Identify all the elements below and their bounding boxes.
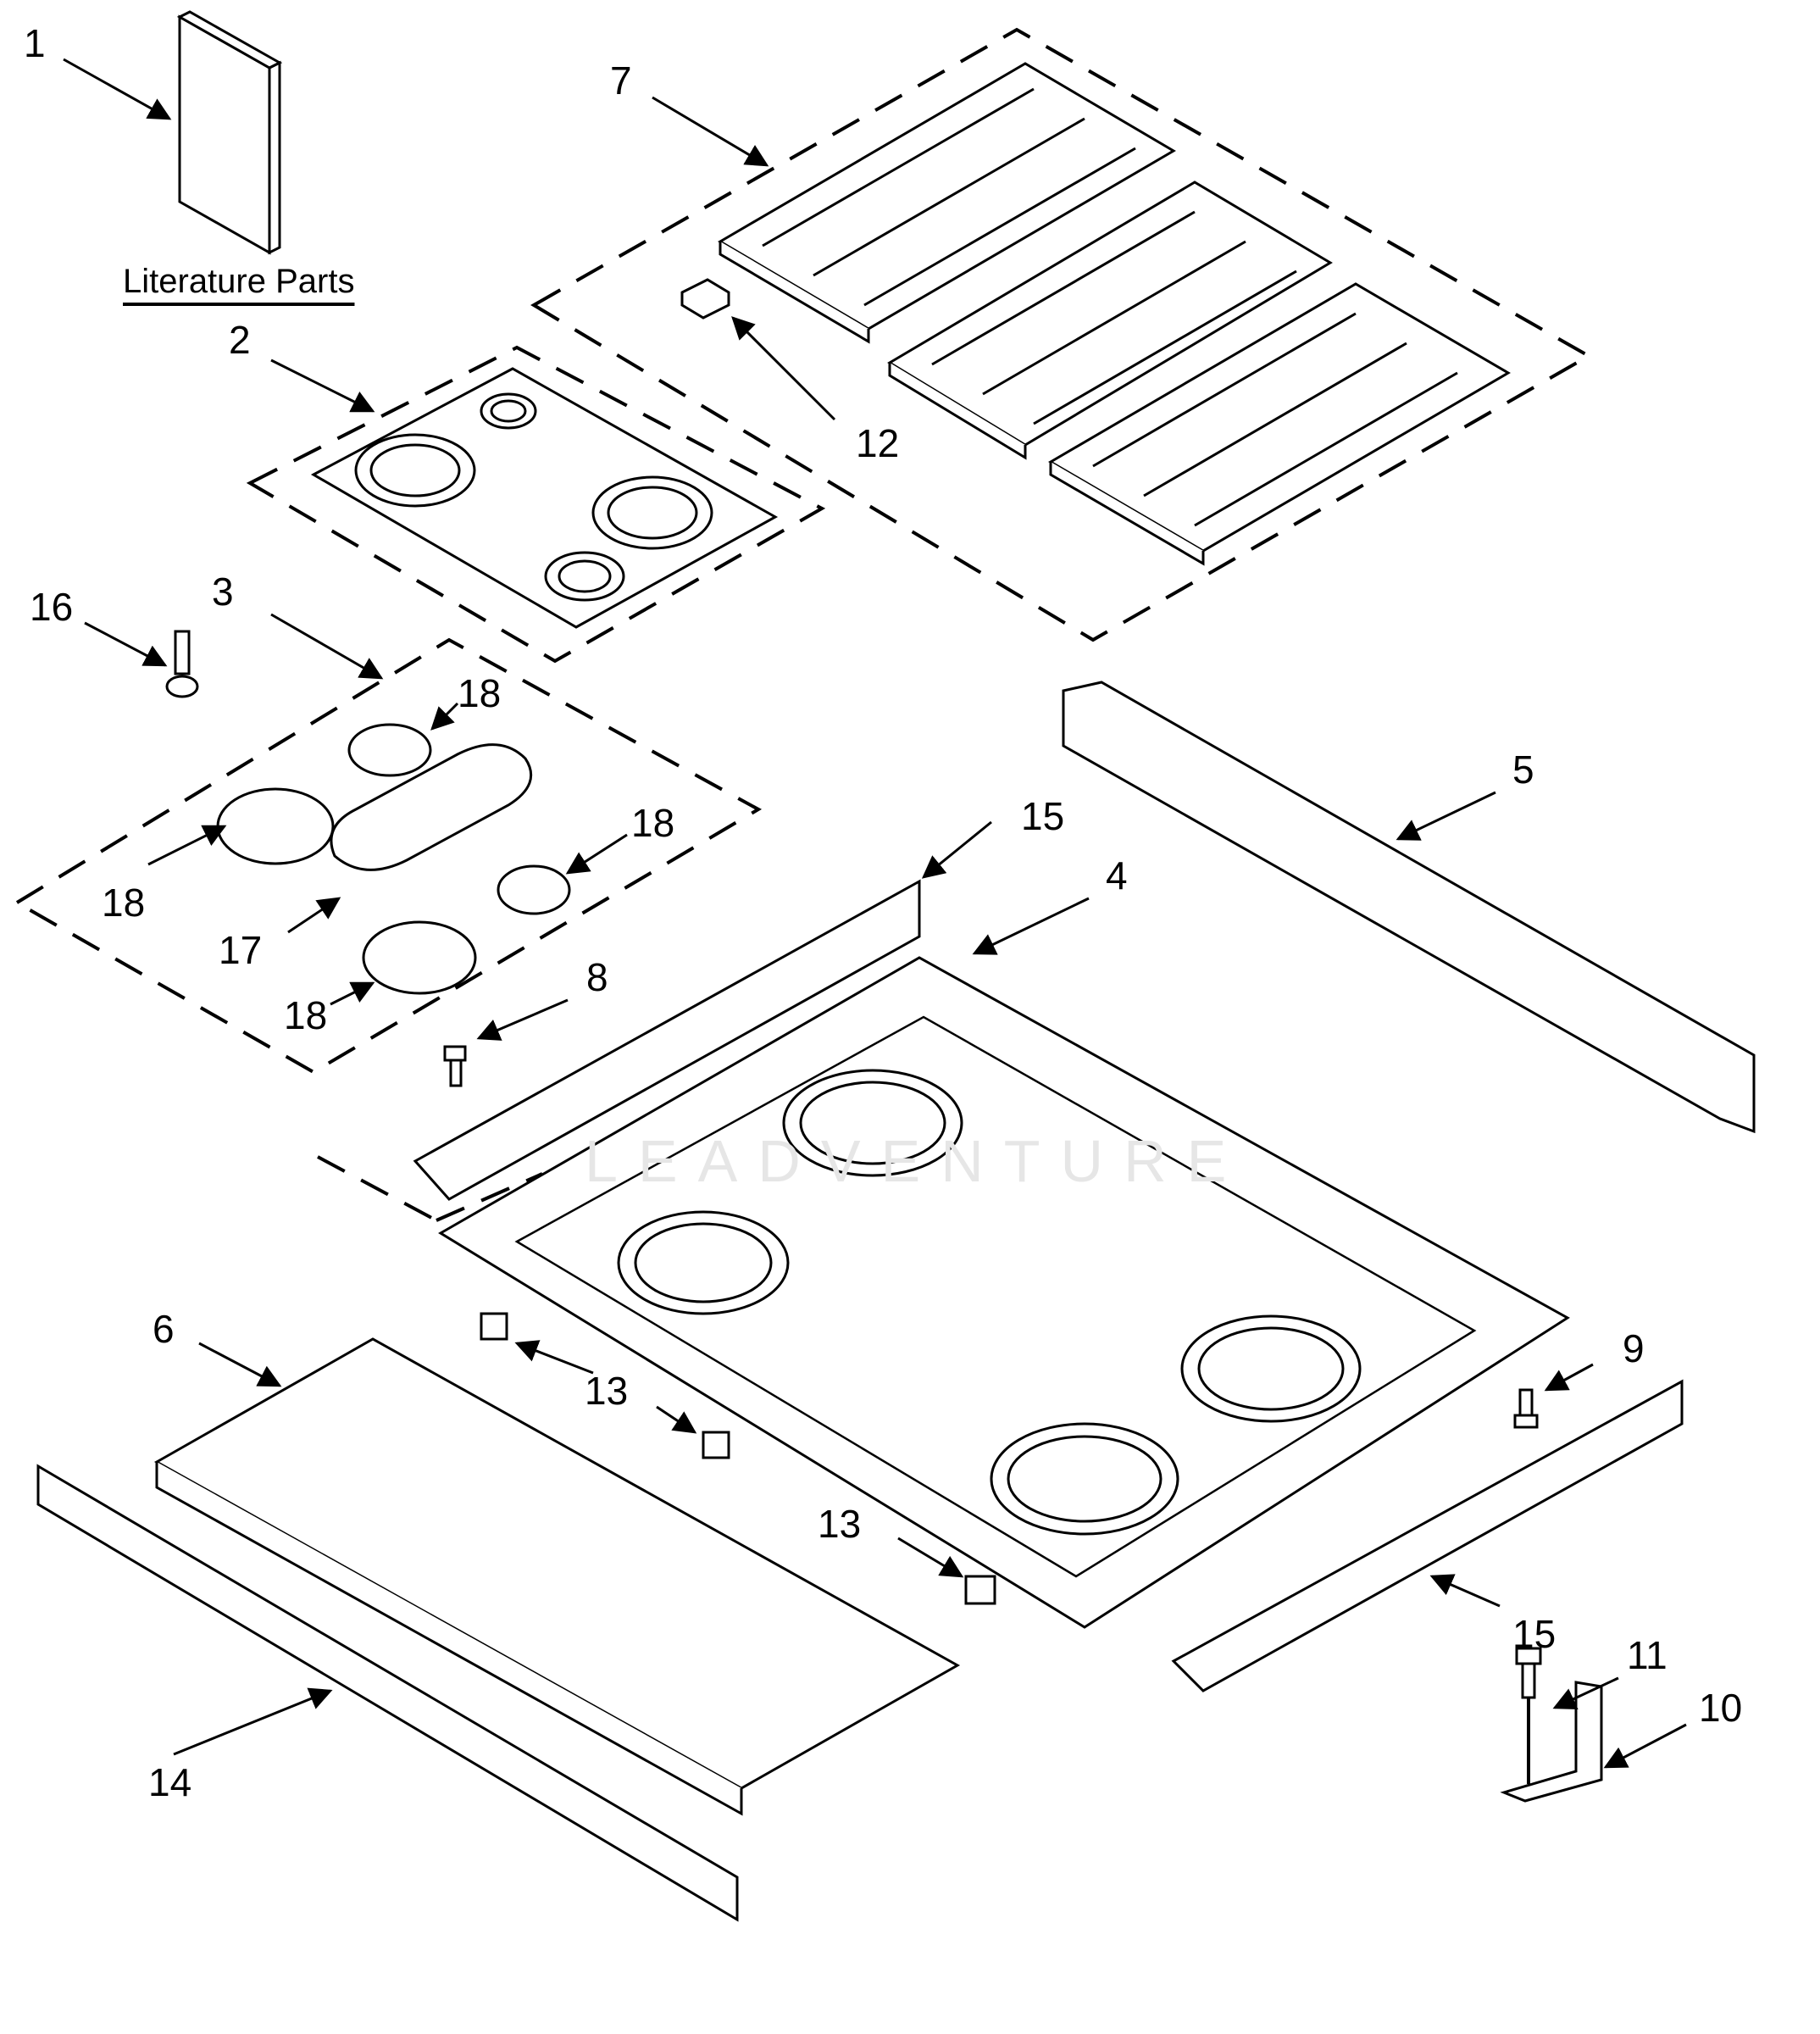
front-rail <box>36 1464 739 1922</box>
callout-15-upper: 15 <box>1021 794 1065 838</box>
screw-11 <box>1515 1647 1542 1784</box>
burner-group <box>14 637 763 1075</box>
callout-15-lower: 15 <box>1512 1612 1556 1656</box>
burner-base-4 <box>362 920 477 995</box>
callout-18-a: 18 <box>458 671 502 715</box>
callout-17: 17 <box>219 928 263 972</box>
callout-18-d: 18 <box>284 993 328 1037</box>
oval-burner-cap <box>330 743 533 871</box>
callout-10: 10 <box>1699 1686 1743 1730</box>
callout-13-lower: 13 <box>818 1502 862 1546</box>
rear-trim <box>1062 681 1756 1134</box>
side-rail-upper <box>413 879 921 1201</box>
callout-8: 8 <box>586 955 608 999</box>
burner-base-2 <box>216 787 335 865</box>
clip-13 <box>480 1312 996 1605</box>
screw-9 <box>1513 1388 1539 1429</box>
literature-booklet <box>176 10 283 255</box>
grate-foot-12 <box>680 278 730 320</box>
burner-box <box>317 956 1570 1629</box>
burner-overlay-group <box>246 345 826 664</box>
callout-18-c: 18 <box>631 801 675 845</box>
grates-group <box>530 27 1593 642</box>
leveling-bracket <box>1500 1681 1603 1803</box>
callout-7: 7 <box>610 58 632 103</box>
callout-5: 5 <box>1512 747 1534 792</box>
callout-1: 1 <box>24 21 46 65</box>
burner-base-3 <box>497 864 571 915</box>
bottom-tray <box>153 1337 961 1816</box>
callout-13-upper: 13 <box>585 1369 629 1413</box>
watermark-text: LEADVENTURE <box>585 1128 1247 1194</box>
callout-4: 4 <box>1106 853 1128 898</box>
literature-parts-label: Literature Parts <box>123 263 355 300</box>
callout-11: 11 <box>1627 1633 1667 1677</box>
leader-arrows <box>63 58 1687 1769</box>
callout-18-b: 18 <box>102 881 146 925</box>
callout-12: 12 <box>856 421 900 465</box>
callout-3: 3 <box>212 570 234 614</box>
callout-6: 6 <box>153 1307 175 1351</box>
callout-14: 14 <box>148 1760 192 1804</box>
callout-9: 9 <box>1623 1326 1645 1370</box>
callout-2: 2 <box>229 318 251 362</box>
screw-8 <box>443 1045 467 1087</box>
knob <box>165 630 199 698</box>
callout-16: 16 <box>30 585 74 629</box>
burner-base-1 <box>347 723 432 777</box>
side-rail-lower <box>1171 1379 1684 1692</box>
